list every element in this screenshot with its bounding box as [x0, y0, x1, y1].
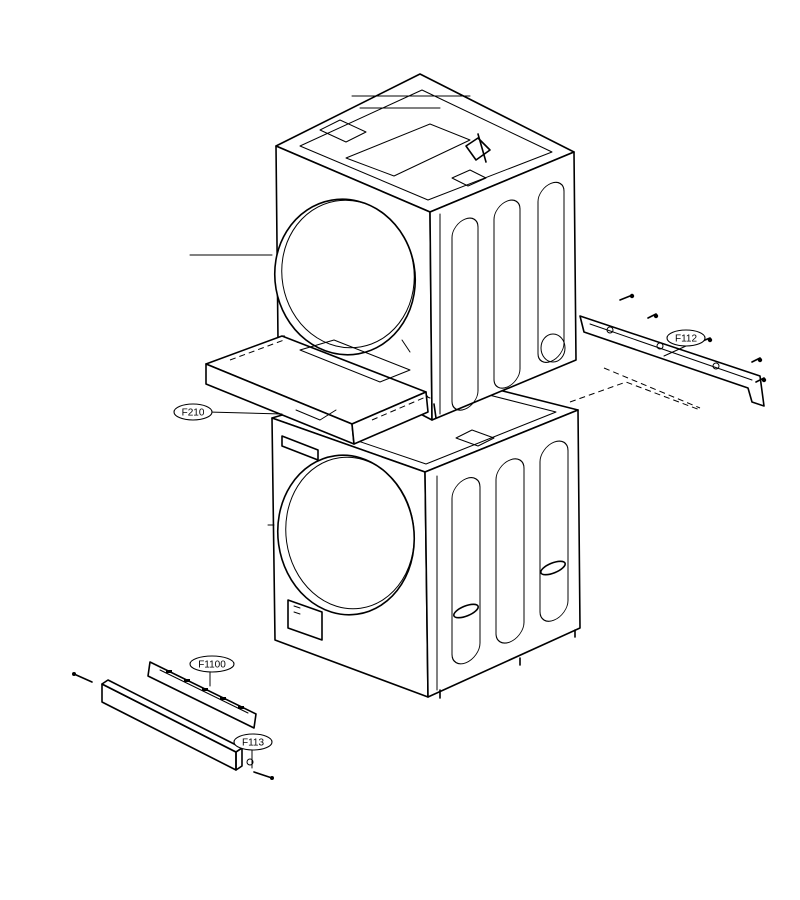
stacking-kit-part: [205, 335, 429, 461]
assembly-guide-lines: [229, 339, 701, 421]
callout-f113[interactable]: F113: [233, 733, 273, 751]
callout-f112-label: F112: [675, 334, 697, 345]
right-side-bracket: [579, 293, 767, 407]
callout-f113-label: F113: [242, 738, 264, 749]
callout-f1100-label: F1100: [198, 660, 226, 671]
callout-f1100[interactable]: F1100: [189, 655, 235, 673]
lower-appliance-washer: [267, 371, 581, 699]
callout-f210-label: F210: [182, 408, 205, 419]
kick-plate-assembly: [72, 661, 274, 780]
callout-f112[interactable]: F112: [666, 329, 706, 347]
upper-appliance-dryer: [273, 73, 577, 421]
callout-f210[interactable]: F210: [173, 403, 213, 421]
